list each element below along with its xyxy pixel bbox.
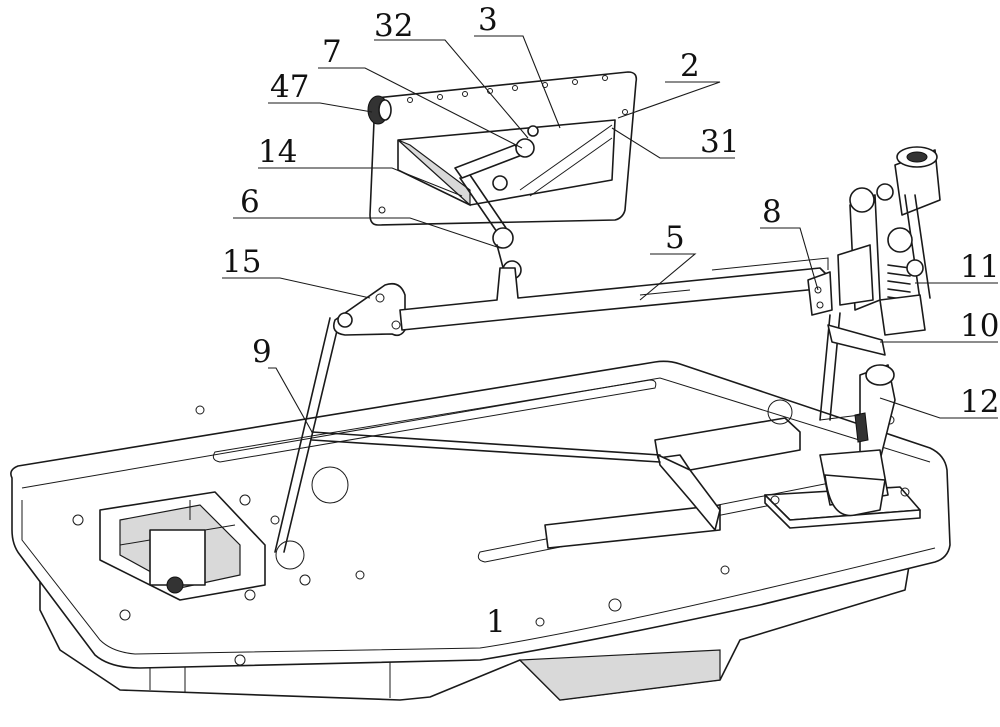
label-15: 15 <box>222 244 261 280</box>
label-1: 1 <box>486 604 506 640</box>
label-14: 14 <box>258 134 297 170</box>
label-6: 6 <box>240 184 260 220</box>
label-11: 11 <box>960 249 999 285</box>
label-2: 2 <box>680 48 700 84</box>
label-47: 47 <box>270 69 309 105</box>
label-7: 7 <box>322 34 342 70</box>
label-10: 10 <box>960 308 999 344</box>
label-12: 12 <box>960 384 999 420</box>
label-8: 8 <box>762 194 782 230</box>
label-31: 31 <box>700 124 739 160</box>
label-5: 5 <box>665 220 685 256</box>
base-plate <box>10 360 951 701</box>
top-bracket-box <box>367 71 638 226</box>
connecting-rod <box>274 317 661 553</box>
label-32: 32 <box>374 8 413 44</box>
label-3: 3 <box>478 2 498 38</box>
label-9: 9 <box>252 334 272 370</box>
leader-lines <box>222 35 998 433</box>
reference-numerals: 32 3 7 2 47 31 14 6 5 8 15 11 10 9 12 1 <box>222 2 999 640</box>
crank-plate <box>332 282 406 337</box>
right-vertical-assembly <box>807 146 941 517</box>
long-bar <box>399 257 829 331</box>
